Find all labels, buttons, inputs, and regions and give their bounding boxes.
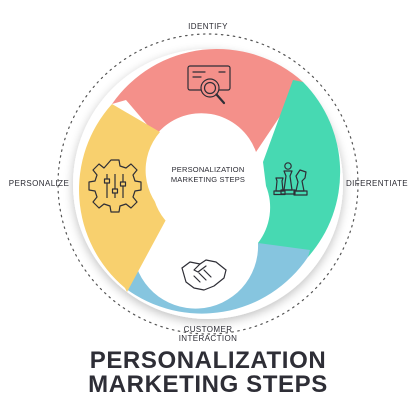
center-label: PERSONALIZATION MARKETING STEPS (160, 165, 256, 184)
segment-differentiate (258, 80, 341, 257)
segment-identify (112, 48, 303, 152)
center-circle (152, 128, 264, 240)
gear-sliders-icon (88, 159, 142, 213)
center-label-line2: MARKETING STEPS (170, 174, 246, 184)
step-label-differentiate: DIFERENTIATE (346, 179, 408, 188)
step-label-line1: CUSTOMER (183, 325, 233, 334)
title-line2: MARKETING STEPS (88, 371, 328, 398)
magnifier-document-icon (187, 65, 231, 105)
handshake-icon (181, 259, 227, 291)
dotted-outer-circle (57, 33, 359, 335)
step-label-line2: INTERACTION (178, 334, 238, 343)
center-label-line1: PERSONALIZATION (171, 165, 245, 174)
page-title: PERSONALIZATION MARKETING STEPS (40, 349, 376, 397)
title-line1: PERSONALIZATION (89, 347, 327, 374)
step-label-customer-interaction: CUSTOMER INTERACTION (160, 325, 256, 343)
step-label-personalize: PERSONALIZE (8, 179, 70, 188)
step-label-identify: IDENTIFY (188, 22, 228, 31)
segment-customer-interaction (125, 243, 310, 314)
chess-pieces-icon (273, 162, 308, 196)
